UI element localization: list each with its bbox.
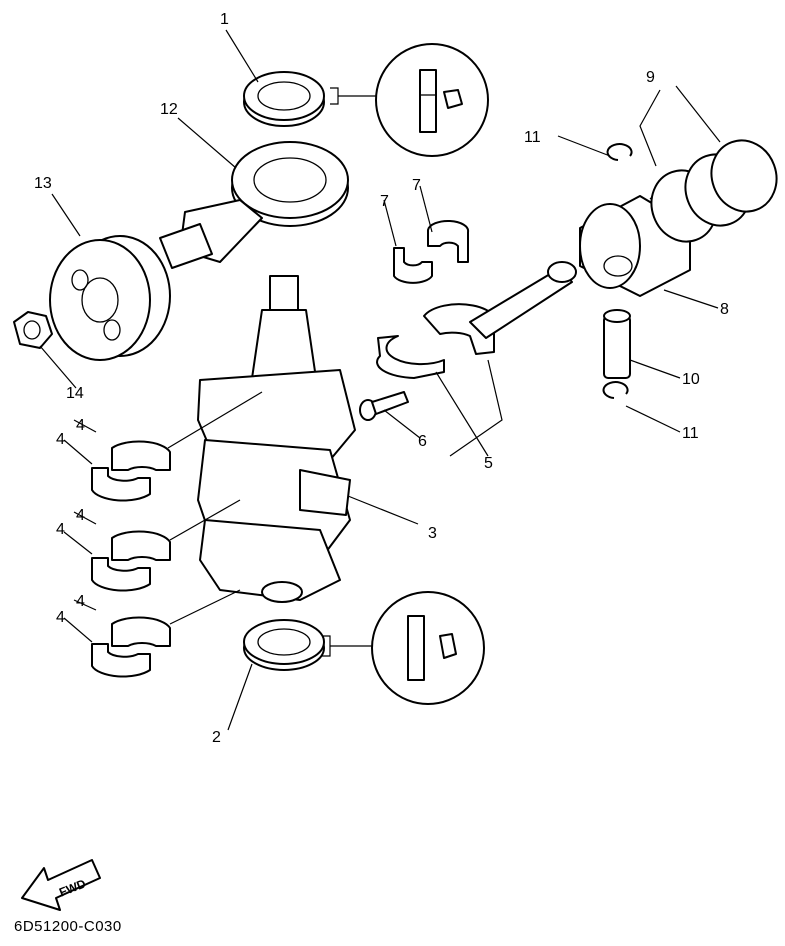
grease-callout-top [330,43,489,157]
callout-10: 10 [682,371,700,388]
callout-1: 1 [220,11,229,28]
grease-callout-bottom [322,591,485,705]
callout-13: 13 [34,175,52,192]
callout-4: 4 [56,609,65,626]
circlip-top [606,143,633,161]
callout-14: 14 [66,385,84,402]
callout-4: 4 [76,417,85,434]
callout-3: 3 [428,525,437,542]
drawing-code: 6D51200-C030 [14,918,122,935]
oil-seal-top [243,71,325,127]
crankshaft [197,275,356,603]
bearing-pair-3 [91,616,171,678]
conrod-bolt [359,391,409,421]
callout-8: 8 [720,301,729,318]
callout-4: 4 [76,507,85,524]
circlip-bottom [602,381,629,399]
callout-11: 11 [682,425,699,442]
oil-seal-bottom [243,619,325,671]
callout-labels: 1 2 3 4 4 4 4 4 4 5 6 7 7 8 9 10 11 11 1… [34,11,729,746]
callout-6: 6 [418,433,427,450]
callout-5: 5 [484,455,493,472]
piston-rings [650,139,778,243]
nut [13,311,53,349]
conrod-bearings [393,219,470,284]
pulley [49,235,171,361]
callout-4: 4 [56,431,65,448]
flywheel-arm [159,141,349,269]
piston-pin [603,309,631,379]
fwd-arrow-icon: FWD [21,859,101,911]
bearing-pair-2 [91,530,171,592]
callout-4: 4 [76,593,85,610]
callout-7: 7 [380,193,389,210]
callout-7: 7 [412,177,421,194]
callout-4: 4 [56,521,65,538]
callout-11: 11 [524,129,541,146]
callout-2: 2 [212,729,221,746]
leader-lines [39,29,721,731]
bearing-pair-1 [91,440,171,502]
callout-9: 9 [646,69,655,86]
connecting-rod [376,261,577,379]
grease-apply-icon [443,89,463,109]
callout-12: 12 [160,101,178,118]
